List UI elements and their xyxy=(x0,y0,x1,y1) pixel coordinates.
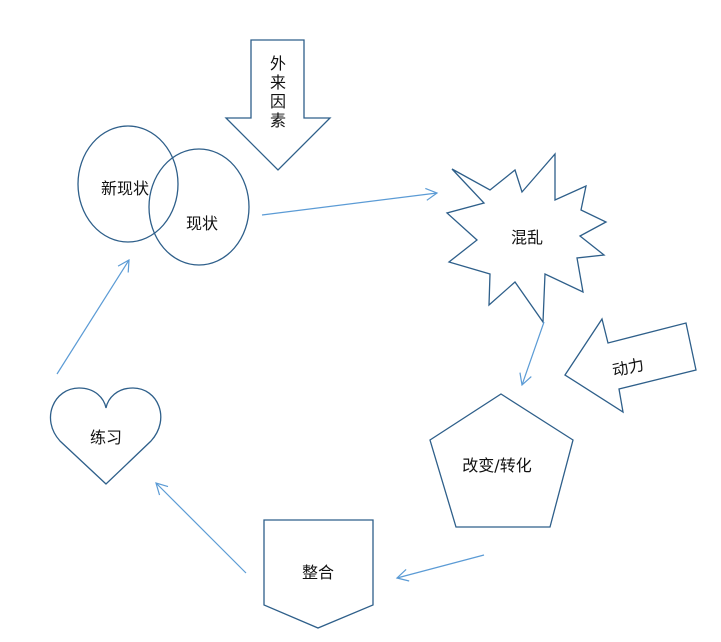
external-factors-char-4: 素 xyxy=(270,111,286,130)
external-factors-down-arrow: 外 来 因 素 xyxy=(224,39,332,171)
arrow-chaos-to-change xyxy=(519,321,545,387)
arrow-practice-to-status xyxy=(56,258,130,375)
status-label: 现状 xyxy=(186,214,218,233)
chaos-starburst: 混乱 xyxy=(445,152,608,324)
status-venn: 新现状 现状 xyxy=(77,125,250,266)
practice-label: 练习 xyxy=(90,428,122,447)
chaos-label: 混乱 xyxy=(511,228,543,247)
new-status-label: 新现状 xyxy=(101,179,149,198)
arrow-integration-to-practice xyxy=(155,482,247,574)
practice-heart: 练习 xyxy=(49,387,162,485)
new-status-ellipse xyxy=(77,125,179,243)
arrow-change-to-integration xyxy=(395,554,485,582)
status-ellipse xyxy=(148,148,250,266)
change-label: 改变/转化 xyxy=(462,456,531,475)
external-factors-char-3: 因 xyxy=(270,92,286,111)
integration-shape: 整合 xyxy=(263,519,374,629)
external-factors-char-1: 外 xyxy=(270,54,286,73)
change-pentagon: 改变/转化 xyxy=(429,393,574,528)
arrow-status-to-chaos xyxy=(261,187,439,216)
integration-label: 整合 xyxy=(302,563,334,582)
driving-force-arrow: 动力 xyxy=(564,317,697,414)
external-factors-char-2: 来 xyxy=(270,73,286,92)
